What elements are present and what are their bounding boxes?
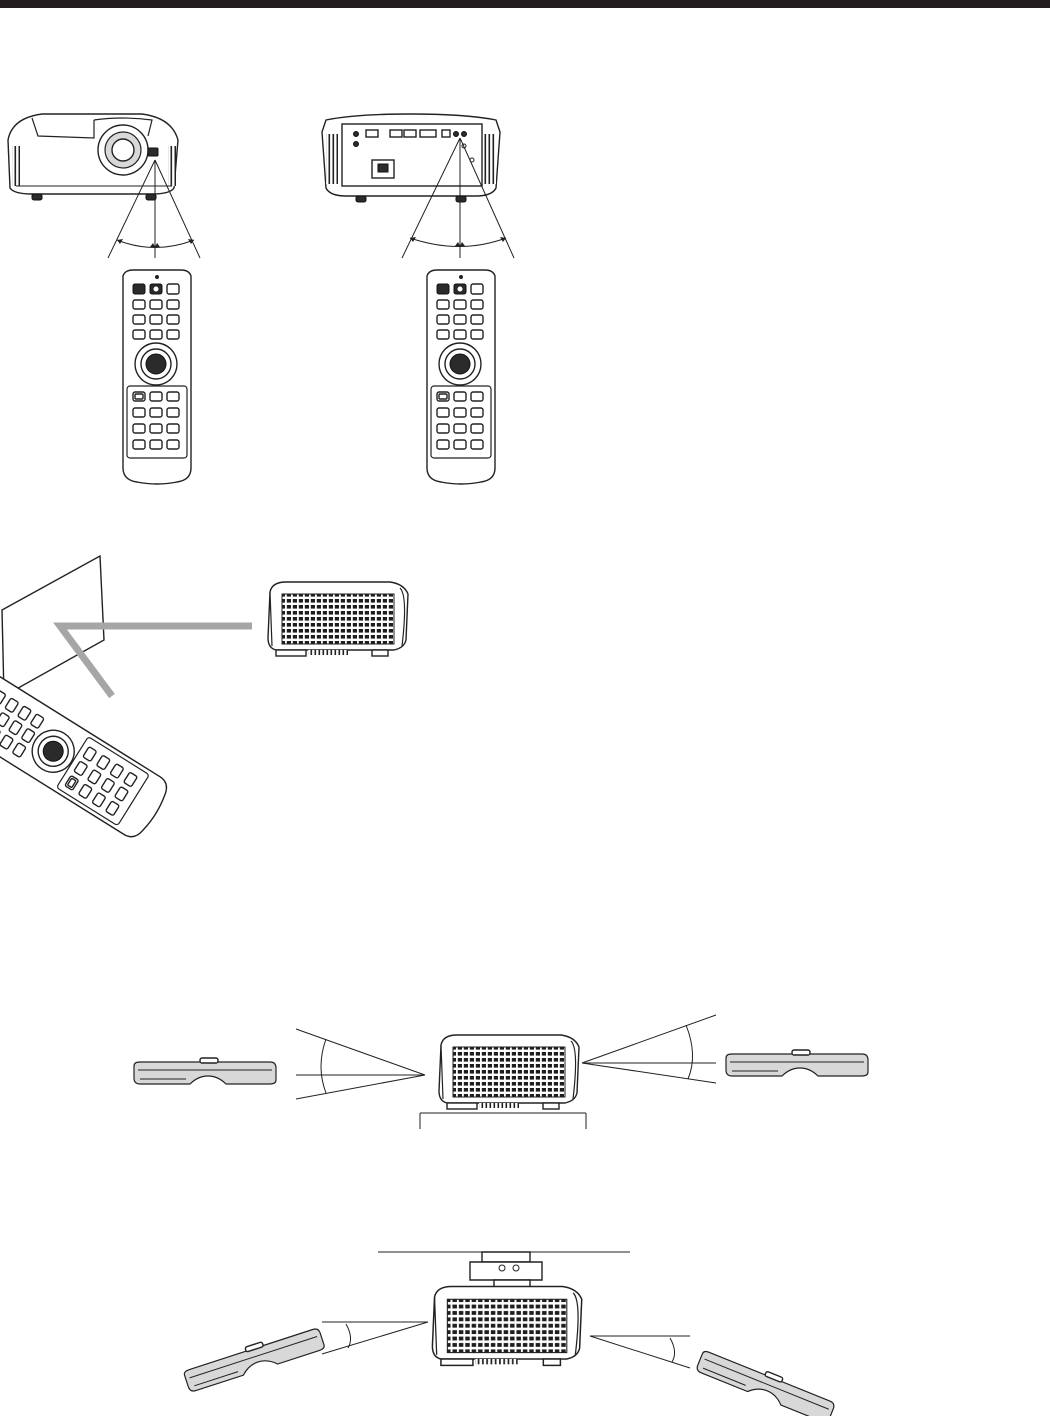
remote-side-icon [134,1058,276,1084]
header-rule [0,0,1050,8]
remote-control-icon [123,270,191,484]
front-receiver-figure [0,110,220,500]
right-angle-lines [590,1336,690,1368]
projector-side-icon [268,582,408,656]
right-angle-lines [582,1015,716,1083]
screen-reflection-figure [0,550,440,870]
vertical-range-ceiling-figure [170,1240,870,1412]
table-icon [420,1113,586,1129]
left-angle-lines [322,1322,428,1354]
projector-side-icon [432,1286,581,1365]
projector-front-icon [8,114,178,200]
remote-side-icon [696,1346,837,1416]
rear-receiver-figure [310,112,530,502]
projector-rear-icon [322,114,500,202]
remote-side-icon [726,1050,868,1076]
remote-control-icon [0,672,174,843]
projector-side-icon [439,1035,579,1109]
remote-control-icon [427,270,495,484]
remote-side-icon [182,1324,325,1393]
vertical-range-floor-figure [120,1005,890,1135]
left-angle-lines [296,1029,425,1099]
